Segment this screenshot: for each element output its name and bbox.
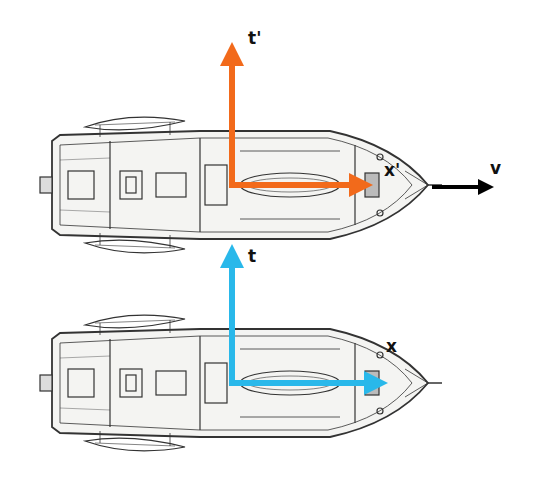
x-axis xyxy=(229,380,370,386)
moving-ship xyxy=(40,117,442,253)
axis-label: t xyxy=(248,248,256,265)
axis-label: x' xyxy=(384,162,400,179)
axis-label: x xyxy=(386,338,397,355)
x-prime-axis xyxy=(229,182,355,188)
t-axis xyxy=(229,262,235,386)
velocity-arrow xyxy=(432,185,482,189)
t-prime-axis xyxy=(229,60,235,188)
velocity-label: v xyxy=(490,160,501,177)
rest-ship xyxy=(40,315,442,451)
axis-label: t' xyxy=(248,30,261,47)
